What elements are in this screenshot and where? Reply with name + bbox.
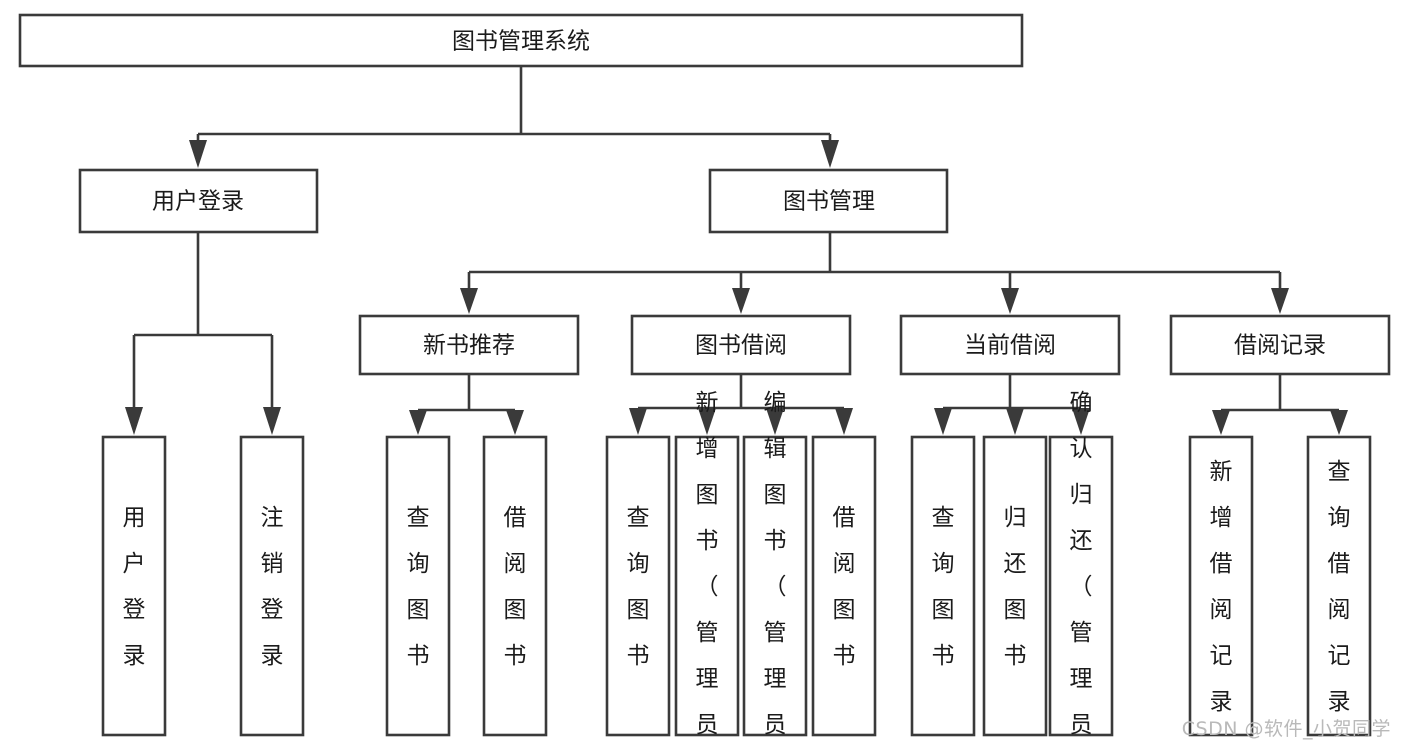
node-book-manage[interactable]: 图书管理 [708,168,949,234]
node-book-borrow[interactable]: 图书借阅 [630,314,852,376]
leaf-node[interactable]: 编辑图书（管理员） [742,390,808,747]
leaf-node[interactable]: 用户登录 [101,435,167,737]
leaf-node-box[interactable] [385,435,451,737]
arrow-head-leaf-borrow-book-2 [835,408,853,435]
leaf-node-box[interactable] [910,435,976,737]
node-current-borrow-box[interactable] [899,314,1121,376]
node-current-borrow[interactable]: 当前借阅 [899,314,1121,376]
arrow-head-book-manage [821,140,839,168]
node-root-label: 图书管理系统 [452,29,590,55]
arrow-head-leaf-add-record [1212,410,1230,435]
arrow-head-leaf-return-book [1006,408,1024,435]
connector-layer [125,66,1348,435]
leaf-node-label: 编辑图书（管理员） [764,390,787,747]
leaf-node-box[interactable] [239,435,305,737]
arrow-head-leaf-add-book [698,408,716,435]
leaf-node[interactable]: 查询图书 [385,435,451,737]
leaf-node-label: 查询图书 [932,505,955,669]
node-book-borrow-label: 图书借阅 [695,333,787,359]
node-user-login-label: 用户登录 [152,189,244,215]
arrow-head-leaf-query-book-1 [409,410,427,435]
leaf-node[interactable]: 查询图书 [910,435,976,737]
leaf-node[interactable]: 查询借阅记录 [1306,435,1372,737]
leaf-node-box[interactable] [811,435,877,737]
leaf-node[interactable]: 查询图书 [605,435,671,737]
arrow-head-leaf-logout [263,407,281,435]
node-book-manage-label: 图书管理 [783,189,875,215]
leaf-node-label: 新增图书（管理员） [696,390,719,747]
node-new-book-rec[interactable]: 新书推荐 [358,314,580,376]
node-borrow-record-box[interactable] [1169,314,1391,376]
arrow-head-leaf-query-record [1330,410,1348,435]
leaf-node[interactable]: 新增图书（管理员） [674,390,740,747]
leaf-node-label: 借阅图书 [833,505,856,669]
arrow-head-new-book-rec [460,288,478,314]
arrow-head-leaf-edit-book [766,408,784,435]
leaf-node-label: 借阅图书 [504,505,527,669]
leaf-node[interactable]: 注销登录 [239,435,305,737]
leaf-node[interactable]: 借阅图书 [482,435,548,737]
arrow-head-book-borrow [732,288,750,314]
leaf-node-box[interactable] [982,435,1048,737]
arrow-head-user-login [189,140,207,168]
leaf-node-label: 用户登录 [123,505,146,669]
node-root[interactable]: 图书管理系统 [18,13,1024,68]
leaf-node-label: 注销登录 [261,505,284,669]
leaf-node-box[interactable] [674,435,740,737]
leaf-node[interactable]: 归还图书 [982,435,1048,737]
node-root-box[interactable] [18,13,1024,68]
leaf-node[interactable]: 确认归还（管理员） [1048,390,1114,747]
node-current-borrow-label: 当前借阅 [964,333,1056,359]
leaf-node-label: 查询借阅记录 [1328,459,1351,715]
node-user-login[interactable]: 用户登录 [78,168,319,234]
leaf-node-box[interactable] [605,435,671,737]
leaf-node-box[interactable] [101,435,167,737]
node-borrow-record[interactable]: 借阅记录 [1169,314,1391,376]
node-new-book-rec-box[interactable] [358,314,580,376]
arrow-head-leaf-borrow-book-1 [506,410,524,435]
leaf-node-label: 查询图书 [407,505,430,669]
node-book-manage-box[interactable] [708,168,949,234]
node-borrow-record-label: 借阅记录 [1234,333,1326,359]
node-book-borrow-box[interactable] [630,314,852,376]
leaf-node[interactable]: 新增借阅记录 [1188,435,1254,737]
arrow-head-leaf-confirm-return [1072,408,1090,435]
node-new-book-rec-label: 新书推荐 [423,333,515,359]
leaf-node-layer: 用户登录 注销登录 查询图书 借阅图书 查询图书 新增图书（管理员） 编辑图书（管理员） 借阅… [101,390,1372,747]
leaf-node-box[interactable] [1048,435,1114,737]
node-user-login-box[interactable] [78,168,319,234]
leaf-node-label: 确认归还（管理员） [1070,390,1093,747]
leaf-node-box[interactable] [742,435,808,737]
arrow-head-borrow-record [1271,288,1289,314]
leaf-node-label: 查询图书 [627,505,650,669]
leaf-node-label: 归还图书 [1004,505,1027,669]
leaf-node-label: 新增借阅记录 [1210,459,1233,715]
leaf-node-box[interactable] [1306,435,1372,737]
leaf-node-box[interactable] [1188,435,1254,737]
leaf-node[interactable]: 借阅图书 [811,435,877,737]
arrow-head-leaf-query-book-2 [629,408,647,435]
arrow-head-current-borrow [1001,288,1019,314]
arrow-head-leaf-user-login [125,407,143,435]
arrow-head-leaf-query-book-3 [934,408,952,435]
leaf-node-box[interactable] [482,435,548,737]
